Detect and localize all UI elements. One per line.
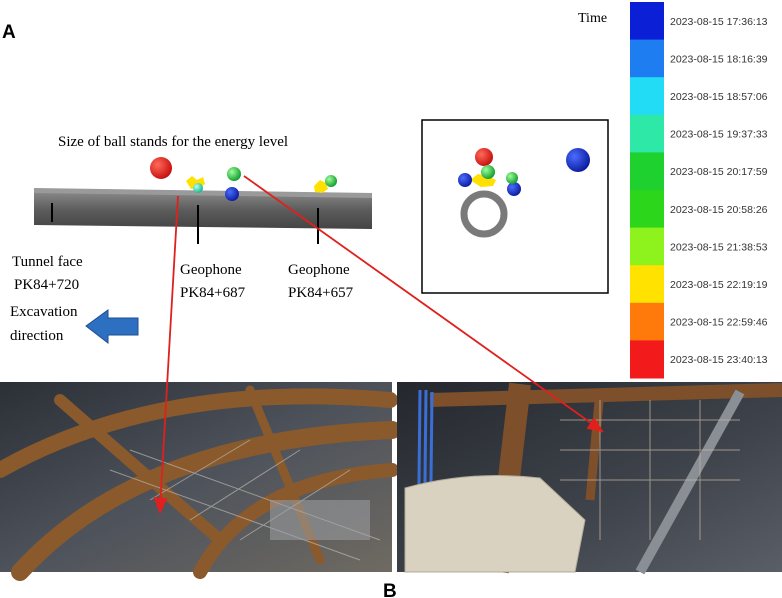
legend-label: 2023-08-15 20:58:26 [670, 204, 768, 216]
cross-section-inset [421, 119, 609, 294]
legend-title: Time [578, 11, 607, 26]
geophone-1-label: Geophone PK84+687 [180, 262, 246, 301]
ball-size-note: Size of ball stands for the energy level [58, 134, 288, 150]
event-balls-side-view [150, 157, 337, 201]
excavation-line2: direction [10, 328, 64, 344]
pointer-line-right [243, 175, 599, 429]
legend-swatch [630, 152, 664, 191]
pointer-lines [153, 175, 604, 515]
tunnel-face-label: Tunnel face PK84+720 [12, 254, 83, 293]
tunnel-top-surface [34, 188, 372, 198]
legend-label: 2023-08-15 20:17:59 [670, 166, 768, 178]
tunnel-model [34, 188, 372, 244]
event-cluster-yellow-2 [314, 180, 328, 193]
pointer-line-left [159, 195, 179, 509]
legend-swatch [630, 77, 664, 116]
tunnel-face-line1: Tunnel face [12, 254, 83, 270]
legend-swatch [630, 227, 664, 266]
legend-label: 2023-08-15 22:19:19 [670, 279, 768, 291]
inset-ball-green [481, 165, 495, 179]
geophone-2-line2: PK84+657 [288, 285, 354, 301]
photo-left [0, 382, 401, 581]
legend-label: 2023-08-15 21:38:53 [670, 241, 768, 253]
legend-swatch [630, 39, 664, 78]
pointer-arrowhead-left [153, 496, 168, 515]
inset-ball-blue-large [566, 148, 590, 172]
legend-items: 2023-08-15 17:36:13 2023-08-15 18:16:39 20… [630, 2, 768, 379]
inset-frame [421, 119, 609, 294]
legend-label: 2023-08-15 18:16:39 [670, 53, 768, 65]
tunnel-face-line2: PK84+720 [14, 277, 79, 293]
inset-ball-red [475, 148, 493, 166]
event-ball-green [227, 167, 241, 181]
panel-label-a: A [2, 22, 16, 43]
legend-label: 2023-08-15 17:36:13 [670, 16, 768, 28]
excavation-label: Excavation direction [10, 304, 78, 344]
inset-ball-green-2 [506, 172, 518, 184]
pointer-arrowhead-right [586, 417, 604, 433]
panel-label-b: B [383, 581, 397, 598]
tunnel-body [34, 191, 372, 229]
legend-swatch [630, 114, 664, 153]
legend-swatch [630, 265, 664, 304]
photo-right [397, 382, 782, 575]
legend-label: 2023-08-15 22:59:46 [670, 317, 768, 329]
photo-left-steel-arches [0, 385, 401, 581]
photo-right-tarp [404, 475, 586, 573]
event-ball-cyan [193, 183, 203, 193]
geophone-1-line2: PK84+687 [180, 285, 246, 301]
legend-label: 2023-08-15 23:40:13 [670, 354, 768, 366]
legend-label: 2023-08-15 18:57:06 [670, 91, 768, 103]
event-ball-green-2 [325, 175, 337, 187]
inset-tunnel-ring [460, 190, 508, 238]
photo-right-mesh [560, 400, 740, 540]
legend-label: 2023-08-15 19:37:33 [670, 129, 768, 141]
legend-swatch [630, 190, 664, 229]
geophone-1-line1: Geophone [180, 262, 242, 278]
event-ball-blue [225, 187, 239, 201]
photo-left-shotcrete-patch [270, 500, 370, 540]
geophone-2-label: Geophone PK84+657 [288, 262, 354, 301]
legend-swatch [630, 340, 664, 379]
excavation-line1: Excavation [10, 304, 78, 320]
inset-ball-blue-right [507, 182, 521, 196]
geophone-2-line1: Geophone [288, 262, 350, 278]
event-ball-red [150, 157, 172, 179]
time-legend: Time 2023-08-15 17:36:13 2023-08-15 18:16… [578, 2, 768, 379]
inset-ball-blue-left [458, 173, 472, 187]
excavation-arrow-icon [85, 309, 139, 345]
legend-swatch [630, 302, 664, 341]
legend-swatch [630, 2, 664, 41]
